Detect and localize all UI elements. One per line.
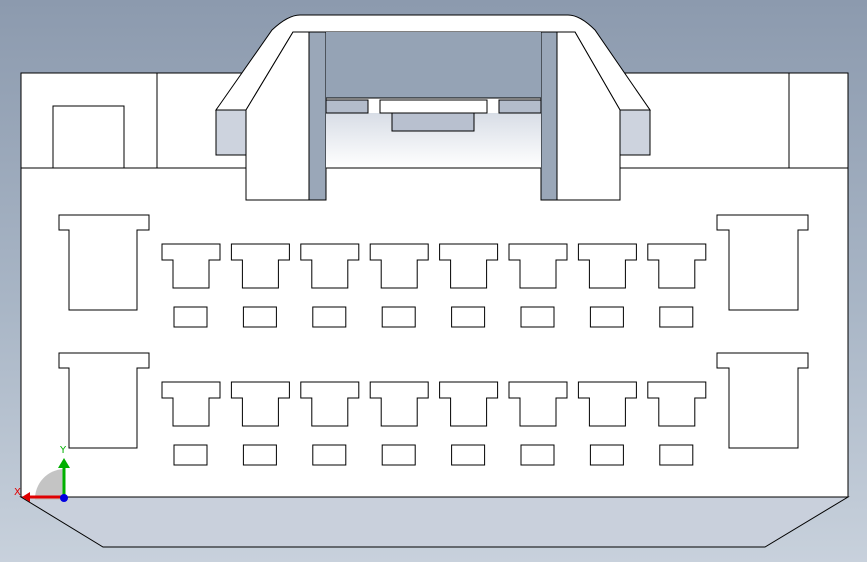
side-latch-cavity-right <box>716 214 809 311</box>
terminal-cavity <box>369 381 429 427</box>
handle-window-left <box>308 31 327 201</box>
side-latch-cavity-left <box>58 352 150 449</box>
terminal-lock-slot <box>659 444 694 466</box>
terminal-cavity <box>647 381 707 427</box>
recess-left <box>215 109 247 156</box>
terminal-lock-slot <box>659 306 694 328</box>
terminal-lock-slot <box>589 306 624 328</box>
terminal-cavity <box>647 243 707 289</box>
terminal-cavity <box>577 381 637 427</box>
triad-y-label: Y <box>59 445 67 456</box>
terminal-lock-slot <box>173 306 208 328</box>
triad-x-label: X <box>14 487 21 498</box>
terminal-cavity <box>508 381 568 427</box>
handle-window-right <box>540 31 558 201</box>
recess-right <box>619 109 651 156</box>
side-latch-cavity-left <box>58 214 150 311</box>
terminal-lock-slot <box>312 306 347 328</box>
slot-tab-left <box>325 99 369 114</box>
terminal-lock-slot <box>451 306 486 328</box>
triad-y-arrow-icon <box>58 458 70 468</box>
terminal-cavity <box>230 381 290 427</box>
triad-z-axis-icon <box>60 494 68 502</box>
slot-window <box>379 99 488 114</box>
terminal-lock-slot <box>520 306 555 328</box>
terminal-lock-slot <box>589 444 624 466</box>
terminal-lock-slot <box>242 444 277 466</box>
slot-tab-right <box>498 99 542 114</box>
terminal-cavity <box>300 381 360 427</box>
terminal-lock-slot <box>381 444 416 466</box>
handle-window-top <box>326 32 541 98</box>
bottom-chamfer-face <box>19 496 850 548</box>
terminal-lock-slot <box>312 444 347 466</box>
terminal-cavity <box>300 243 360 289</box>
left-window <box>52 105 125 169</box>
pin-cavity-array <box>58 214 809 466</box>
terminal-cavity <box>369 243 429 289</box>
terminal-cavity <box>577 243 637 289</box>
terminal-lock-slot <box>451 444 486 466</box>
triad-x-arrow-icon <box>22 492 30 502</box>
terminal-lock-slot <box>173 444 208 466</box>
terminal-cavity <box>508 243 568 289</box>
triad-sphere <box>34 469 64 500</box>
coordinate-triad: Y X <box>14 445 70 502</box>
slot-pocket <box>391 112 475 132</box>
terminal-cavity <box>439 381 499 427</box>
terminal-cavity <box>230 243 290 289</box>
terminal-cavity <box>439 243 499 289</box>
terminal-cavity <box>161 243 221 289</box>
terminal-lock-slot <box>520 444 555 466</box>
side-latch-cavity-right <box>716 352 809 449</box>
terminal-lock-slot <box>242 306 277 328</box>
terminal-cavity <box>161 381 221 427</box>
terminal-lock-slot <box>381 306 416 328</box>
